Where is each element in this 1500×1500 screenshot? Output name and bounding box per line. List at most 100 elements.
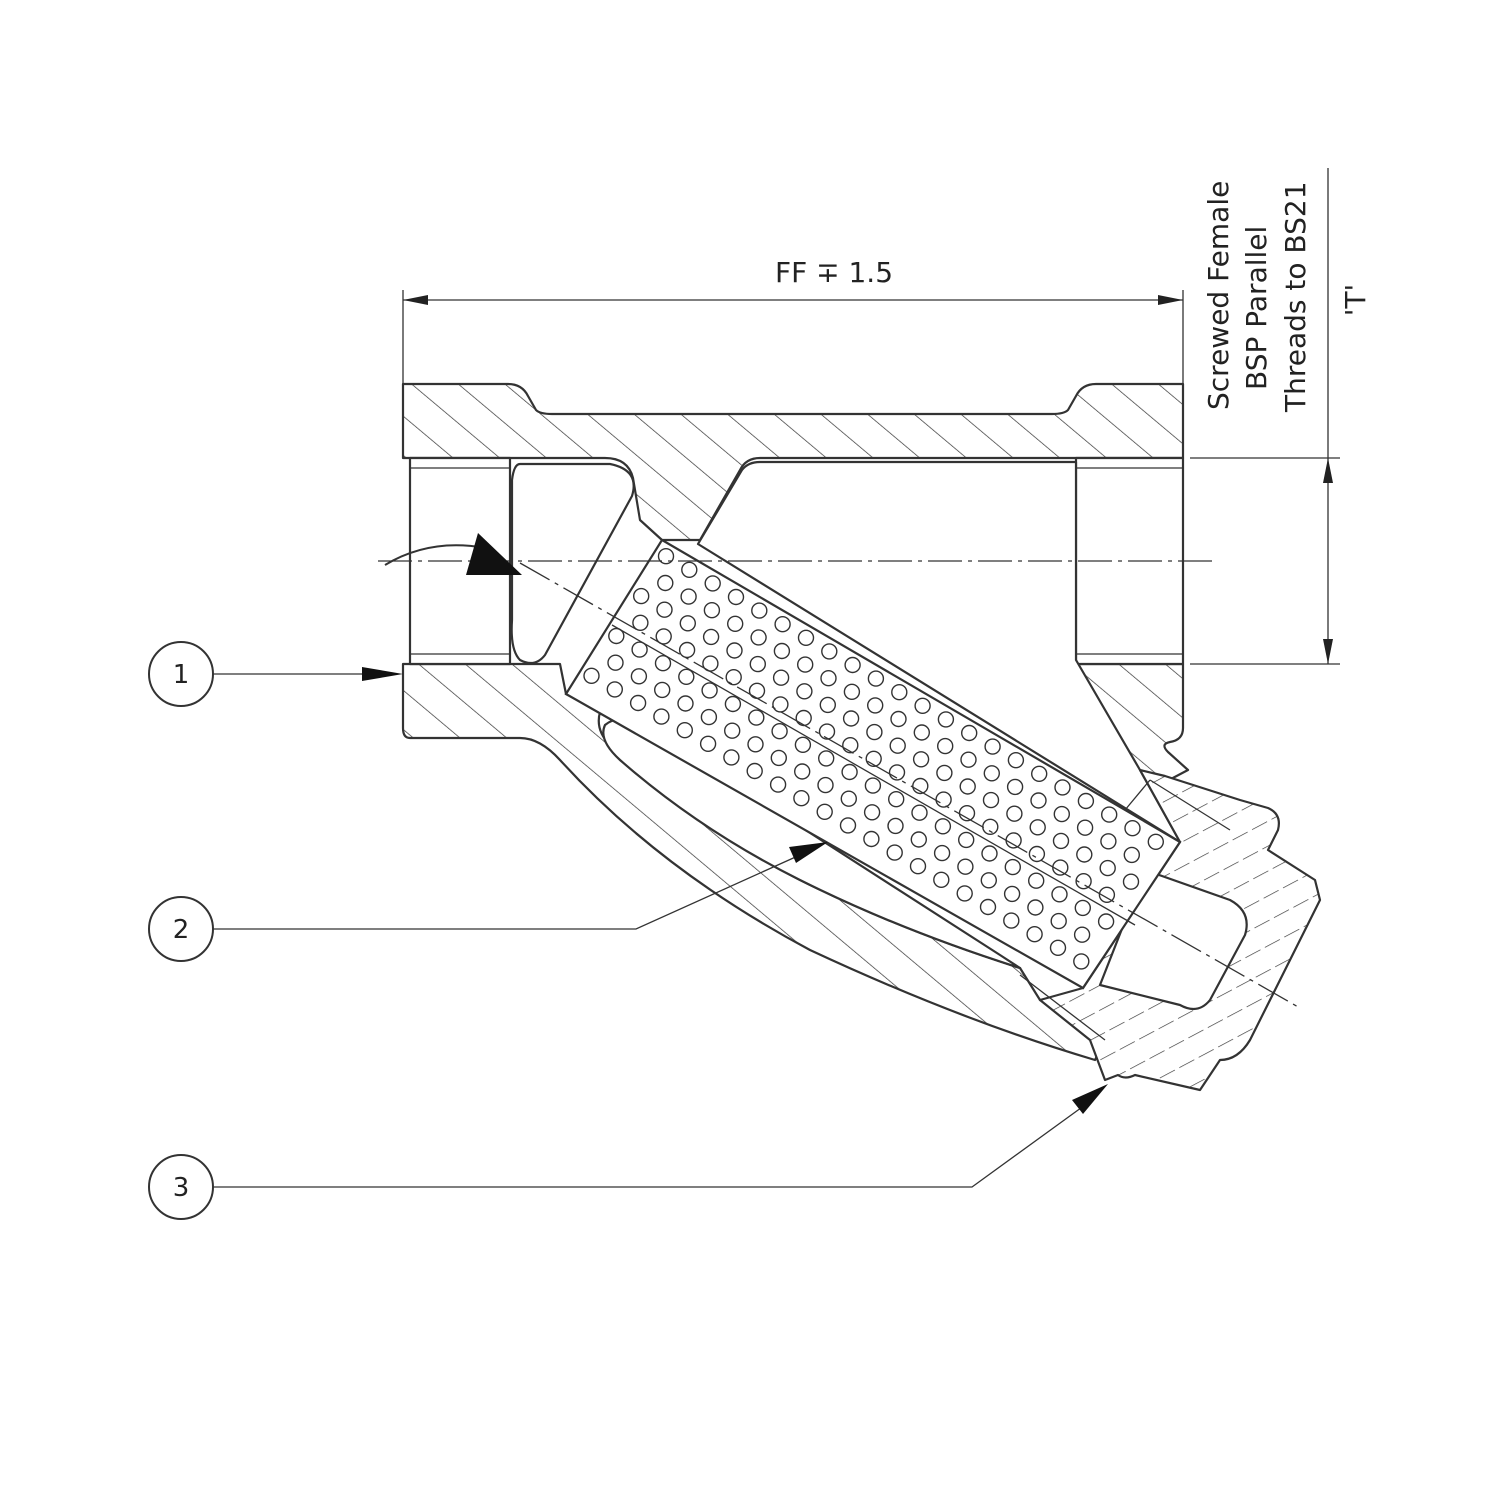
screen-hole: [678, 668, 695, 685]
thread-note-line-1: Screwed Female: [1202, 181, 1235, 410]
screen-hole: [864, 777, 882, 794]
screen-hole: [797, 656, 814, 673]
screen-hole: [1007, 752, 1025, 769]
balloon-3: 3: [148, 1084, 1108, 1220]
thread-size-label: 'T': [1339, 284, 1372, 317]
screen-hole: [632, 614, 649, 631]
screen-hole: [910, 831, 927, 848]
screen-hole: [653, 708, 670, 725]
screen-hole: [657, 548, 675, 565]
screen-hole: [867, 697, 884, 714]
screen-hole: [680, 588, 697, 605]
screen-hole: [1122, 873, 1140, 890]
screen-hole: [863, 804, 881, 821]
screen-hole: [654, 655, 672, 672]
screen-hole: [723, 749, 740, 766]
screen-hole: [678, 641, 696, 659]
screen-hole: [797, 629, 815, 646]
screen-hole: [629, 694, 647, 712]
screen-hole: [607, 654, 624, 671]
screen-hole: [913, 724, 930, 741]
screen-hole: [982, 791, 1000, 809]
screen-hole: [820, 670, 837, 687]
screen-hole: [750, 629, 767, 646]
screen-hole: [679, 615, 696, 632]
screen-hole: [1005, 832, 1022, 849]
thread-note: Screwed Female BSP Parallel Threads to B…: [1202, 181, 1312, 413]
screen-hole: [796, 683, 813, 700]
screen-hole: [724, 722, 741, 739]
screen-hole: [772, 669, 790, 686]
screen-hole: [911, 804, 928, 821]
screen-hole: [844, 656, 861, 674]
screen-hole: [934, 818, 952, 835]
screen-hole: [1076, 846, 1093, 863]
screen-hole: [961, 724, 978, 742]
screen-hole: [912, 751, 930, 768]
screen-hole: [818, 750, 835, 767]
screen-hole: [984, 738, 1001, 755]
face-to-face-dimension: FF ∓ 1.5: [402, 256, 1184, 384]
screen-hole: [1098, 886, 1116, 903]
screen-hole: [933, 871, 950, 888]
screen-hole: [794, 763, 811, 780]
ff-dimension-label: FF ∓ 1.5: [775, 256, 893, 289]
screen-hole: [981, 845, 998, 862]
screen-hole: [840, 790, 857, 807]
screen-hole: [957, 858, 974, 875]
screen-hole: [1050, 912, 1067, 930]
screen-hole: [937, 737, 954, 755]
screen-hole: [839, 817, 857, 834]
screen-hole: [889, 737, 906, 754]
screen-hole: [1054, 779, 1071, 796]
thread-dimension: 'T': [1190, 168, 1372, 665]
screen-hole: [727, 588, 745, 606]
screen-hole: [1027, 899, 1044, 916]
screen-hole: [751, 602, 768, 619]
screen-hole: [1073, 953, 1090, 970]
screen-hole: [725, 669, 742, 686]
screen-hole: [1029, 819, 1046, 836]
screen-hole: [608, 627, 625, 645]
screen-hole: [677, 695, 694, 712]
screen-hole: [654, 681, 671, 699]
screen-hole: [795, 709, 812, 727]
screen-hole: [748, 682, 766, 699]
screen-hole: [887, 817, 904, 835]
screen-hole: [843, 683, 861, 700]
screen-hole: [1051, 886, 1068, 903]
thread-note-line-3: Threads to BS21: [1279, 181, 1312, 413]
screen-hole: [1049, 939, 1067, 956]
screen-hole: [816, 803, 833, 820]
screen-hole: [655, 628, 672, 645]
balloon-1: 1: [148, 641, 403, 707]
screen-hole: [866, 723, 883, 741]
screen-hole: [1003, 885, 1021, 903]
screen-hole: [748, 709, 765, 726]
screen-perforations: [583, 548, 1165, 970]
screen-hole: [959, 778, 976, 795]
screen-hole: [703, 602, 721, 619]
screen-hole: [909, 858, 927, 875]
screen-hole: [886, 844, 903, 861]
screen-hole: [793, 790, 810, 807]
screen-hole: [704, 575, 721, 592]
screen-hole: [727, 615, 744, 632]
screen-hole: [747, 736, 764, 753]
screen-hole: [772, 696, 789, 713]
screen-hole: [914, 697, 931, 714]
screen-hole: [890, 710, 907, 728]
screen-hole: [818, 723, 836, 740]
screen-hole: [657, 574, 674, 592]
screen-hole: [726, 642, 743, 659]
balloon-3-number: 3: [173, 1173, 190, 1203]
screen-hole: [1073, 926, 1091, 943]
screen-hole: [958, 831, 975, 849]
balloon-2-number: 2: [173, 915, 190, 945]
screen-hole: [746, 762, 763, 780]
screen-hole: [1124, 820, 1141, 837]
screen-hole: [676, 722, 693, 739]
screen-hole: [980, 872, 997, 889]
screen-hole: [1027, 872, 1045, 889]
